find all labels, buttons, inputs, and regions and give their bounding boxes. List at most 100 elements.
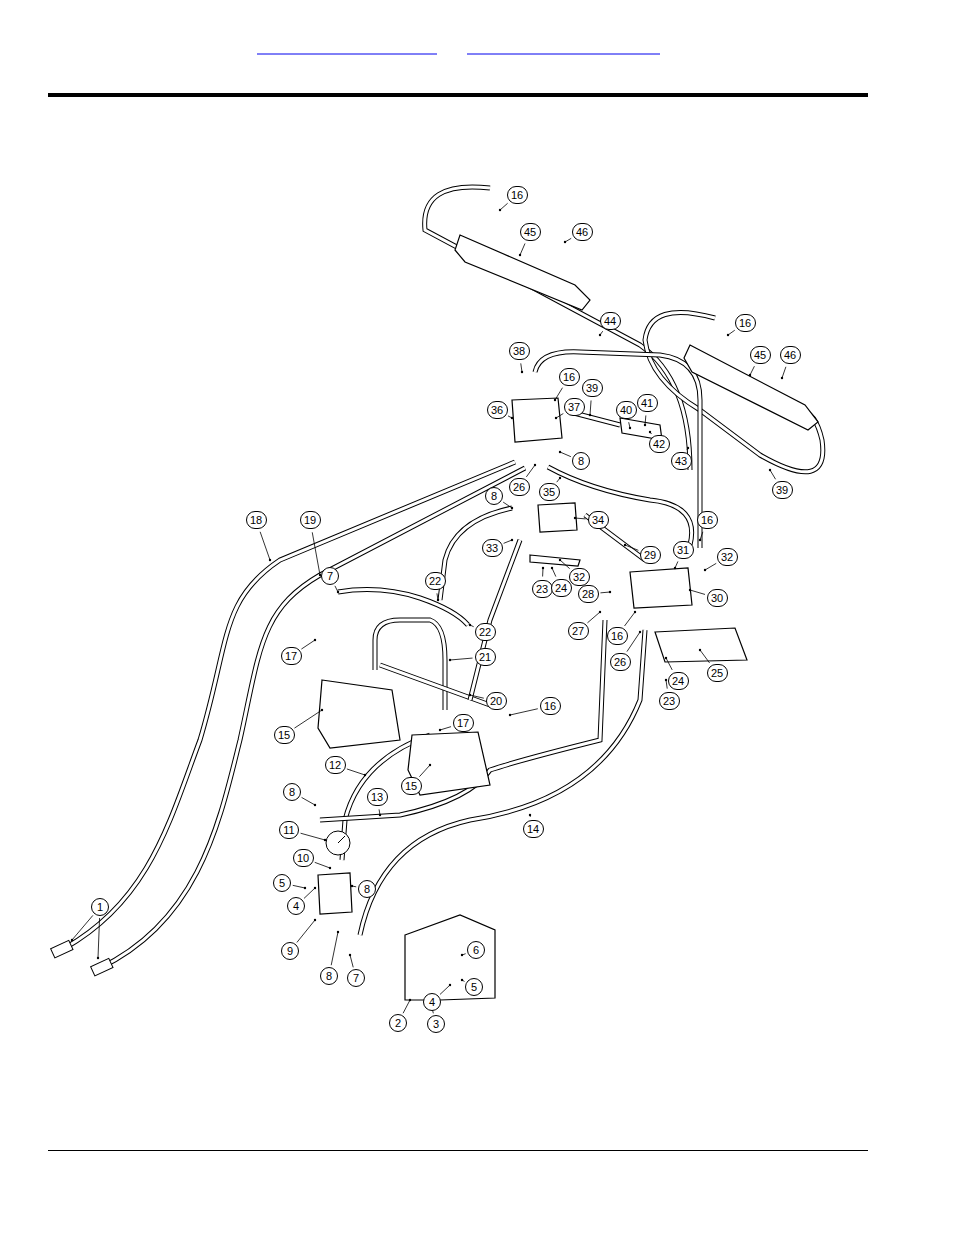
leader-dot [304, 887, 306, 889]
part-outline [684, 345, 818, 430]
leader-dot [634, 611, 636, 613]
leader-line [510, 709, 538, 715]
leader-line [520, 243, 525, 255]
leader-dot [469, 624, 471, 626]
leader-line [542, 568, 543, 577]
leader-line [526, 465, 535, 477]
leader-line [304, 888, 315, 898]
leader-dot [461, 979, 463, 981]
leader-line [556, 414, 563, 418]
callout-number: 16 [559, 368, 580, 386]
coupler [51, 940, 73, 958]
leader-dot [699, 649, 701, 651]
leader-dot [511, 507, 513, 509]
callout-number: 32 [717, 548, 738, 566]
leader-dot [449, 659, 451, 661]
callout-number: 19 [300, 511, 321, 529]
leader-lines [71, 203, 786, 1013]
callout-number: 20 [486, 692, 507, 710]
callout-number: 8 [320, 967, 338, 985]
leader-line [302, 797, 315, 805]
callout-number: 44 [600, 312, 621, 330]
leader-dot [559, 559, 561, 561]
leader-dot [599, 611, 601, 613]
hose-fill [100, 468, 525, 968]
callout-number: 46 [572, 223, 593, 241]
callout-number: 26 [610, 653, 631, 671]
leader-dot [529, 814, 531, 816]
leader-dot [554, 399, 556, 401]
leader-line [403, 1000, 410, 1013]
leader-line [627, 632, 640, 652]
leader-dot [599, 334, 601, 336]
leader-line [521, 363, 522, 372]
callout-number: 23 [659, 692, 680, 710]
callout-number: 12 [325, 756, 346, 774]
leader-line [700, 532, 703, 540]
link-line [467, 54, 660, 55]
part-outline [512, 398, 562, 442]
leader-line [560, 560, 570, 569]
callout-number: 8 [572, 452, 590, 470]
callout-number: 40 [616, 401, 637, 419]
callout-number: 39 [772, 481, 793, 499]
leader-dot [559, 477, 561, 479]
hose [65, 462, 515, 948]
leader-line [645, 415, 647, 425]
leader-line [504, 540, 512, 543]
callout-number: 43 [671, 452, 692, 470]
coupler [91, 958, 113, 976]
callout-number: 16 [697, 511, 718, 529]
callout-number: 6 [467, 941, 485, 959]
callout-number: 24 [668, 672, 689, 690]
leader-line [301, 833, 325, 840]
part-outline [630, 568, 692, 608]
leader-dot [519, 254, 521, 256]
callout-number: 14 [523, 820, 544, 838]
leader-dot [379, 814, 381, 816]
leader-dot [509, 714, 511, 716]
leader-dot [269, 559, 271, 561]
callout-number: 23 [532, 580, 553, 598]
hose-fill [645, 312, 823, 471]
callout-number: 16 [507, 186, 528, 204]
leader-dot [511, 539, 513, 541]
leader-line [587, 612, 600, 623]
leader-dot [314, 804, 316, 806]
leader-line [72, 915, 93, 940]
leader-dot [314, 887, 316, 889]
callout-number: 27 [568, 622, 589, 640]
part-outline [538, 503, 577, 532]
leader-line [312, 532, 320, 575]
leader-dot [314, 919, 316, 921]
leader-line [705, 563, 716, 570]
leader-line [500, 203, 508, 210]
callout-number: 8 [283, 783, 301, 801]
leader-line [552, 568, 556, 577]
leader-dot [574, 517, 576, 519]
callout-number: 29 [640, 546, 661, 564]
leader-line [331, 932, 338, 965]
leader-dot [337, 931, 339, 933]
leader-line [770, 470, 776, 479]
callout-number: 28 [578, 585, 599, 603]
callout-number: 15 [274, 726, 295, 744]
leader-line [260, 532, 270, 560]
hoses [65, 187, 823, 968]
leader-line [470, 695, 484, 698]
part-outline [318, 680, 400, 748]
callout-number: 5 [273, 874, 291, 892]
part-outline [530, 555, 580, 566]
leader-dot [437, 599, 439, 601]
parts [51, 235, 818, 1000]
callout-number: 15 [401, 777, 422, 795]
leader-line [297, 920, 315, 942]
leader-dot [521, 371, 523, 373]
hose-fill [360, 630, 645, 935]
callout-number: 38 [509, 342, 530, 360]
leader-line [440, 985, 450, 994]
leader-dot [559, 451, 561, 453]
leader-dot [564, 241, 566, 243]
leader-dot [555, 417, 557, 419]
callout-number: 21 [475, 648, 496, 666]
